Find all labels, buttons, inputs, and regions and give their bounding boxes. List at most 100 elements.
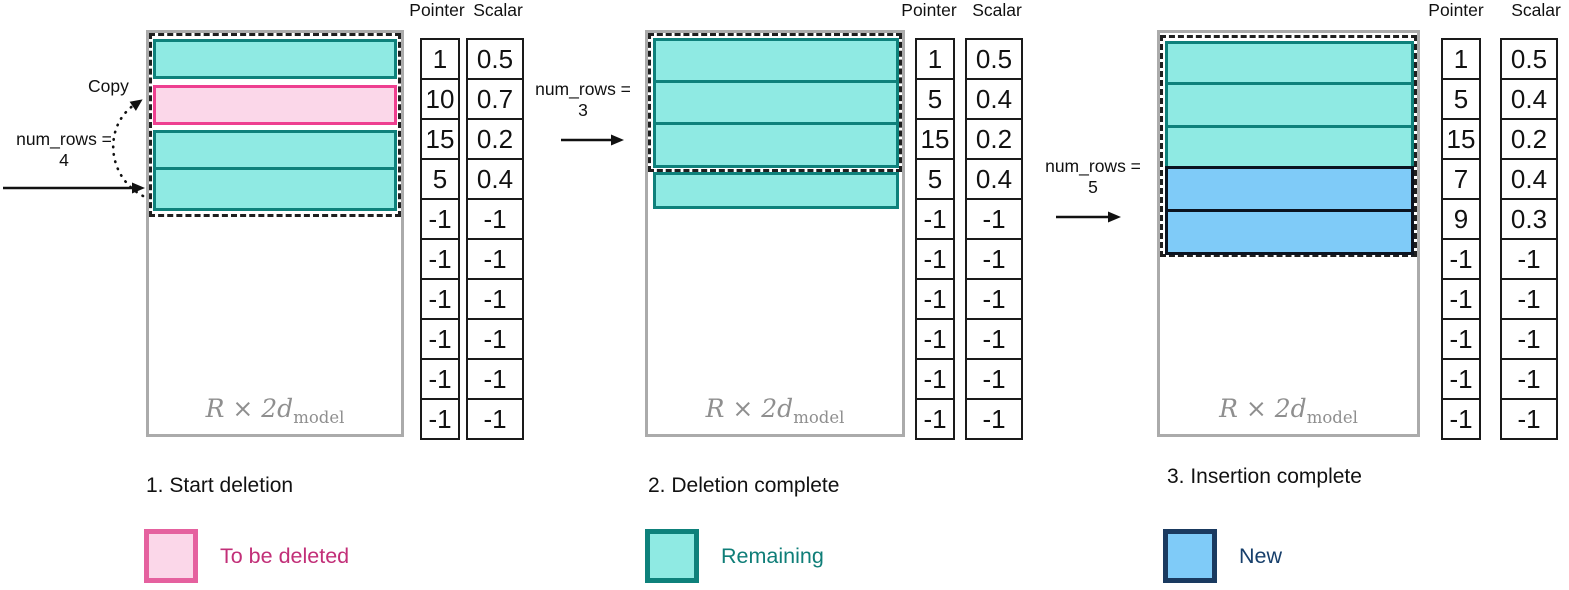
scalar-cell: -1 [466,318,524,360]
pointer-cell: -1 [1441,398,1481,440]
scalar-cell: -1 [466,278,524,320]
pointer-cell: 15 [420,118,460,160]
active-region-outline [149,33,401,217]
matrix-dimension-label: R × 2dmodel [1219,394,1358,427]
matrix-row-remaining [153,39,397,79]
pointer-cell: 15 [1441,118,1481,160]
num-rows-label: num_rows = 4 [16,129,112,170]
scalar-cell: 0.4 [1500,78,1558,120]
matrix-row-remaining [653,122,899,168]
matrix-dimension-label: R × 2dmodel [205,394,345,427]
pointer-column-header: Pointer [409,0,465,20]
step-caption: 3. Insertion complete [1167,465,1362,488]
scalar-cell: -1 [466,398,524,440]
scalar-cell: 0.2 [466,118,524,160]
pointer-cell: -1 [420,198,460,240]
scalar-cell: 0.4 [965,158,1023,200]
scalar-cell: -1 [466,238,524,280]
legend-item-to-be-deleted: To be deleted [144,529,349,583]
pointer-cell: -1 [420,398,460,440]
matrix-dimension-label: R × 2dmodel [705,394,845,427]
scalar-cell: -1 [965,398,1023,440]
matrix-row-remaining [1165,125,1414,169]
pointer-column-header: Pointer [1428,0,1484,20]
legend-label: To be deleted [220,543,350,568]
pointer-cell: 5 [420,158,460,200]
pointer-cell: 7 [1441,158,1481,200]
active-region-outline [1160,35,1417,257]
pointer-cell: 5 [1441,78,1481,120]
legend-label: New [1239,543,1283,568]
pointer-cell: 1 [915,38,955,80]
scalar-column-header: Scalar [1511,0,1561,20]
copy-arrow-icon [112,99,145,198]
copy-label: Copy [88,76,129,96]
pointer-cell: -1 [915,318,955,360]
scalar-cell: 0.3 [1500,198,1558,240]
scalar-cell: 0.5 [1500,38,1558,80]
scalar-cell: 0.5 [965,38,1023,80]
matrix-row-remaining [153,130,397,170]
pointer-cell: -1 [915,238,955,280]
scalar-column-header: Scalar [473,0,523,20]
pointer-cell: -1 [915,398,955,440]
pointer-cell: 5 [915,158,955,200]
step-caption: 1. Start deletion [146,474,294,497]
step-arrow-icon [1056,211,1121,223]
scalar-cell: -1 [965,278,1023,320]
pointer-cell: -1 [1441,318,1481,360]
scalar-column-header: Scalar [972,0,1022,20]
pointer-cell: -1 [420,278,460,320]
active-region-outline [648,33,902,172]
pointer-cell: 1 [1441,38,1481,80]
matrix-row-new [1165,209,1414,255]
matrix-row-remaining [653,172,899,209]
matrix-row-remaining [1165,41,1414,85]
step-arrow-icon [3,182,145,194]
scalar-cell: 0.4 [466,158,524,200]
num-rows-label: num_rows = 3 [535,79,631,120]
pointer-cell: -1 [420,358,460,400]
pointer-cell: -1 [420,238,460,280]
legend-swatch-remaining [645,529,699,583]
scalar-cell: -1 [1500,238,1558,280]
num-rows-label: num_rows = 5 [1045,156,1141,197]
pointer-cell: -1 [915,198,955,240]
legend-label: Remaining [721,543,824,568]
matrix-row-to-be-deleted [153,85,397,125]
scalar-cell: 0.5 [466,38,524,80]
pointer-cell: 9 [1441,198,1481,240]
scalar-cell: -1 [466,358,524,400]
scalar-cell: 0.7 [466,78,524,120]
pointer-cell: 5 [915,78,955,120]
pointer-cell: -1 [1441,278,1481,320]
pointer-cell: -1 [420,318,460,360]
pointer-cell: -1 [915,358,955,400]
scalar-cell: -1 [965,318,1023,360]
scalar-cell: 0.2 [1500,118,1558,160]
step-caption: 2. Deletion complete [648,474,840,497]
scalar-cell: -1 [1500,318,1558,360]
matrix-row-new [1165,166,1414,212]
matrix-row-remaining [1165,82,1414,128]
pointer-cell: 10 [420,78,460,120]
scalar-cell: -1 [1500,278,1558,320]
matrix-row-remaining [653,38,899,83]
legend-swatch-new [1163,529,1217,583]
scalar-cell: 0.4 [965,78,1023,120]
matrix-row-remaining [153,167,397,211]
legend-item-new: New [1163,529,1282,583]
matrix-row-remaining [653,80,899,125]
pointer-column-header: Pointer [901,0,957,20]
legend-item-remaining: Remaining [645,529,824,583]
scalar-cell: 0.4 [1500,158,1558,200]
scalar-cell: -1 [1500,398,1558,440]
scalar-cell: -1 [1500,358,1558,400]
